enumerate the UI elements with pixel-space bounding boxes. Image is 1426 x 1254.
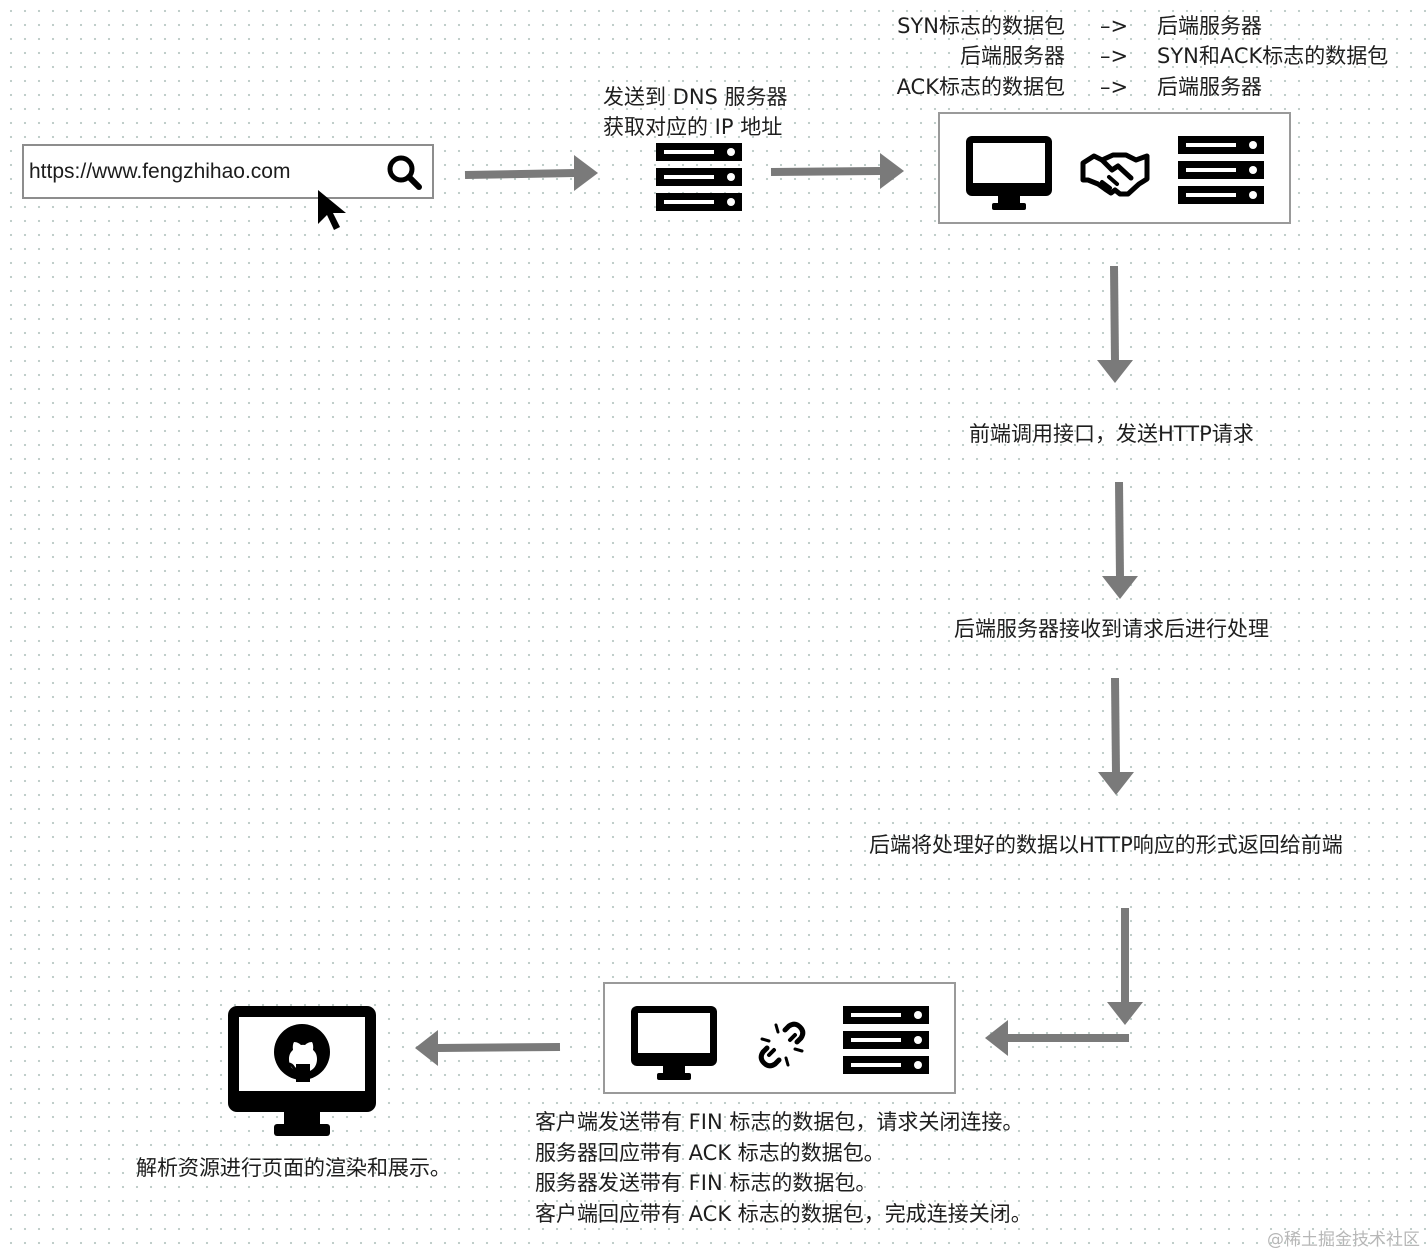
handshake-icon <box>1080 152 1150 197</box>
handshake-panel <box>938 112 1291 224</box>
step-response-text: 后端将处理好的数据以HTTP响应的形式返回给前端 <box>869 833 1343 857</box>
handshake-row1-to: 后端服务器 <box>1157 14 1262 38</box>
close-line-2: 服务器回应带有 ACK 标志的数据包。 <box>535 1141 885 1165</box>
arrow-into-close-panel <box>985 1020 1129 1056</box>
render-text: 解析资源进行页面的渲染和展示。 <box>136 1156 451 1180</box>
search-icon[interactable] <box>386 154 424 192</box>
watermark: @稀土掘金技术社区 <box>1267 1230 1420 1250</box>
handshake-row3-from: ACK标志的数据包 <box>896 75 1065 99</box>
handshake-row3-arrow: –> <box>1100 75 1129 99</box>
cursor-arrow-icon <box>318 190 346 230</box>
step-request-text: 前端调用接口，发送HTTP请求 <box>969 422 1254 446</box>
close-line-4: 客户端回应带有 ACK 标志的数据包，完成连接关闭。 <box>535 1202 1032 1226</box>
dns-label-line1: 发送到 DNS 服务器 <box>603 85 788 109</box>
arrow-handshake-to-step1 <box>1097 265 1133 383</box>
monitor-icon <box>631 1006 717 1080</box>
handshake-row2-to: SYN和ACK标志的数据包 <box>1157 44 1389 68</box>
step-process-text: 后端服务器接收到请求后进行处理 <box>954 617 1269 641</box>
handshake-row1-arrow: –> <box>1100 14 1129 38</box>
handshake-row2-from: 后端服务器 <box>960 44 1065 68</box>
dns-label-line2: 获取对应的 IP 地址 <box>603 115 783 139</box>
url-text: https://www.fengzhihao.com <box>29 160 291 183</box>
handshake-row3-to: 后端服务器 <box>1157 75 1262 99</box>
github-monitor-icon <box>228 1006 376 1136</box>
monitor-icon <box>966 136 1052 210</box>
handshake-row2-arrow: –> <box>1100 44 1129 68</box>
server-icon <box>656 143 742 211</box>
github-icon <box>274 1024 330 1082</box>
close-line-1: 客户端发送带有 FIN 标志的数据包，请求关闭连接。 <box>535 1110 1024 1134</box>
server-icon <box>843 1006 929 1074</box>
broken-link-icon <box>758 1021 806 1069</box>
arrow-step1-to-step2 <box>1102 481 1138 599</box>
arrow-step3-down <box>1107 908 1143 1025</box>
arrow-step2-to-step3 <box>1098 677 1134 795</box>
arrow-search-to-dns <box>464 155 598 191</box>
close-line-3: 服务器发送带有 FIN 标志的数据包。 <box>535 1171 877 1195</box>
browser-address-bar[interactable]: https://www.fengzhihao.com <box>22 144 434 199</box>
server-icon <box>1178 136 1264 204</box>
close-connection-panel <box>603 982 956 1094</box>
arrow-close-to-render <box>415 1030 561 1066</box>
arrow-dns-to-handshake <box>770 153 904 189</box>
handshake-row1-from: SYN标志的数据包 <box>897 14 1065 38</box>
